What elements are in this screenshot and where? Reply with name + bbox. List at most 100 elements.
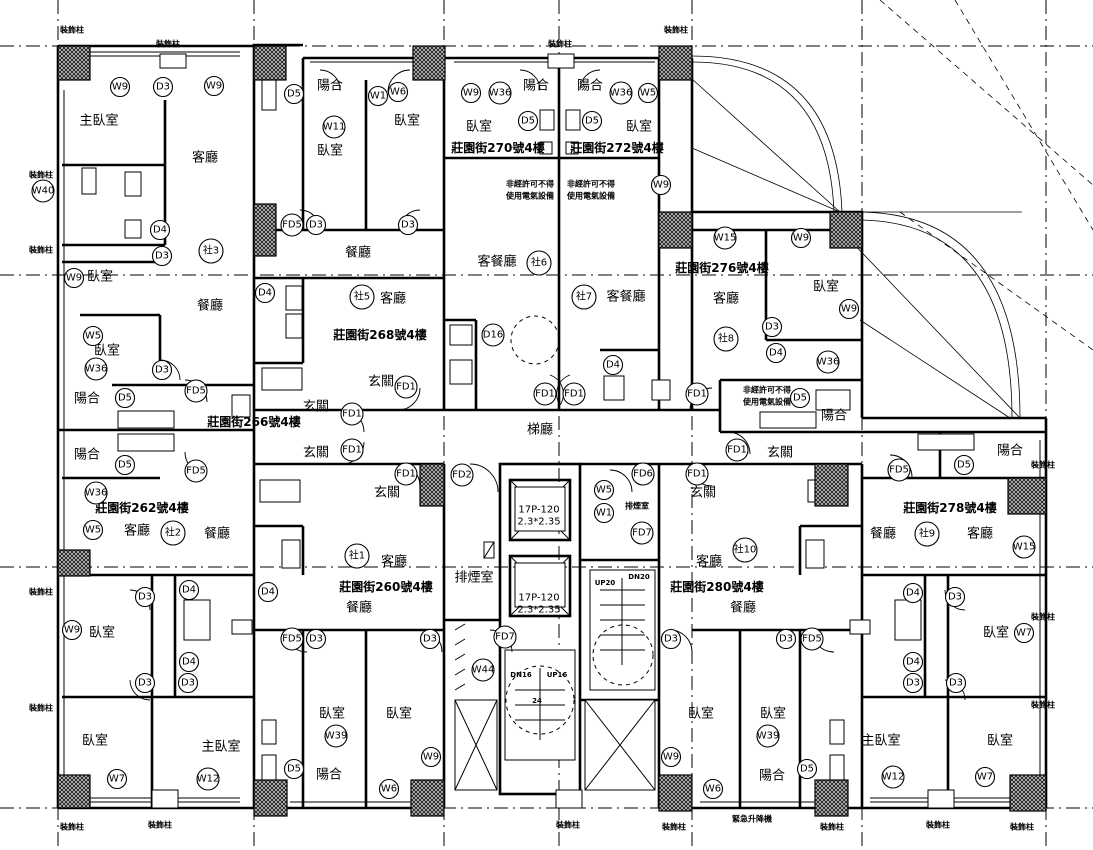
opening-tag-label: W9	[663, 752, 679, 763]
opening-tag: FD5	[184, 379, 208, 403]
opening-tag: W15	[713, 226, 737, 250]
opening-tag-label: D5	[800, 764, 814, 775]
opening-tag-label: W1	[370, 91, 386, 102]
opening-tag-label: W15	[714, 233, 737, 244]
opening-tag-label: D3	[765, 322, 779, 333]
opening-tag-label: FD5	[186, 466, 206, 477]
note-label: 裝飾柱	[555, 820, 580, 830]
opening-tag-label: W5	[85, 525, 101, 536]
opening-tag: D5	[114, 454, 136, 476]
opening-tag: D4	[254, 282, 276, 304]
stair-label: DN16	[510, 671, 532, 679]
unit-marker-label: 社3	[203, 244, 219, 257]
opening-tag: W39	[324, 724, 348, 748]
note-label: 非經許可不得	[567, 179, 615, 189]
opening-tag: D3	[944, 586, 966, 608]
opening-tag-label: FD1	[687, 469, 707, 480]
opening-tag-label: FD1	[535, 389, 555, 400]
opening-tag-label: D3	[401, 220, 415, 231]
opening-tag-label: D5	[793, 393, 807, 404]
note-label: 裝飾柱	[28, 703, 53, 713]
opening-tag: D3	[177, 672, 199, 694]
note-label: 裝飾柱	[1009, 822, 1034, 832]
opening-tag-label: D3	[906, 678, 920, 689]
opening-tag-label: W44	[472, 665, 495, 676]
opening-tag-label: W9	[841, 304, 857, 315]
note-label: 裝飾柱	[925, 820, 950, 830]
note-label: 使用電氣設備	[742, 397, 791, 407]
opening-tag-label: D3	[309, 634, 323, 645]
opening-tag: W9	[650, 174, 672, 196]
opening-tag-label: D3	[155, 251, 169, 262]
room-label: 客廳	[967, 526, 993, 542]
opening-tag-label: FD1	[564, 389, 584, 400]
opening-tag: FD7	[493, 625, 517, 649]
opening-tag-label: D5	[118, 460, 132, 471]
opening-tag-label: D3	[948, 592, 962, 603]
opening-tag-label: D4	[606, 360, 620, 371]
opening-tag: W9	[660, 746, 682, 768]
opening-tag: W9	[460, 82, 482, 104]
opening-tag-label: W11	[323, 122, 346, 133]
opening-tag: D3	[134, 672, 156, 694]
column	[410, 779, 445, 817]
opening-tag: D3	[419, 628, 441, 650]
opening-tag: W9	[420, 746, 442, 768]
opening-tag: D5	[517, 110, 539, 132]
room-label: 陽合	[523, 79, 549, 94]
opening-tag-label: W36	[489, 88, 512, 99]
room-label: 客廳	[381, 554, 407, 570]
opening-tag: FD1	[394, 462, 418, 486]
structural-columns	[57, 45, 1047, 817]
opening-tag-label: W12	[882, 772, 905, 783]
opening-tag-label: FD1	[396, 382, 416, 393]
room-label: 臥室	[466, 119, 492, 135]
room-label: 臥室	[317, 143, 343, 159]
opening-tag-label: D5	[287, 764, 301, 775]
opening-tag-label: FD1	[727, 445, 747, 456]
opening-tag-label: D5	[957, 460, 971, 471]
room-label: 主臥室	[861, 733, 900, 749]
opening-tag: D16	[481, 323, 505, 347]
note-label: 裝飾柱	[663, 25, 688, 35]
address-labels: 莊園街270號4樓莊園街272號4樓莊園街276號4樓莊園街268號4樓莊園街2…	[94, 140, 996, 594]
opening-tag: FD1	[340, 438, 364, 462]
opening-tag-label: FD2	[452, 470, 472, 481]
canopy-outline	[691, 0, 1093, 419]
opening-tag: FD5	[887, 458, 911, 482]
unit-marker: 社9	[914, 521, 940, 547]
opening-tag: FD1	[685, 382, 709, 406]
address-label: 莊園街270號4樓	[450, 140, 544, 155]
opening-tag-label: D3	[181, 678, 195, 689]
unit-marker-label: 社9	[919, 527, 935, 540]
opening-tag: D4	[902, 582, 924, 604]
room-label: 臥室	[987, 733, 1013, 749]
note-label: 裝飾柱	[1030, 612, 1055, 622]
unit-marker-label: 社7	[576, 290, 592, 303]
opening-tag: D3	[151, 245, 173, 267]
room-label: 客廳	[713, 291, 739, 307]
unit-marker: 社6	[526, 250, 552, 276]
opening-tag-label: FD1	[396, 469, 416, 480]
opening-tag: W7	[974, 766, 996, 788]
opening-tag-label: W9	[112, 82, 128, 93]
opening-tag-label: FD7	[495, 632, 515, 643]
room-label: 臥室	[813, 279, 839, 295]
opening-tag: FD7	[630, 521, 654, 545]
room-label: 臥室	[82, 733, 108, 749]
opening-tag-label: D3	[138, 678, 152, 689]
opening-tag: D4	[602, 354, 624, 376]
opening-tag-label: W9	[206, 81, 222, 92]
opening-tag: W9	[203, 75, 225, 97]
note-label: 裝飾柱	[1030, 700, 1055, 710]
opening-tag-label: D3	[155, 365, 169, 376]
room-label: 陽合	[997, 444, 1023, 459]
opening-tag: W40	[31, 179, 55, 203]
unit-marker: 社2	[160, 520, 186, 546]
column	[814, 779, 849, 817]
opening-tag-label: W9	[463, 88, 479, 99]
opening-tag: D3	[152, 76, 174, 98]
opening-tag: D5	[283, 83, 305, 105]
opening-tag-label: W36	[85, 364, 108, 375]
